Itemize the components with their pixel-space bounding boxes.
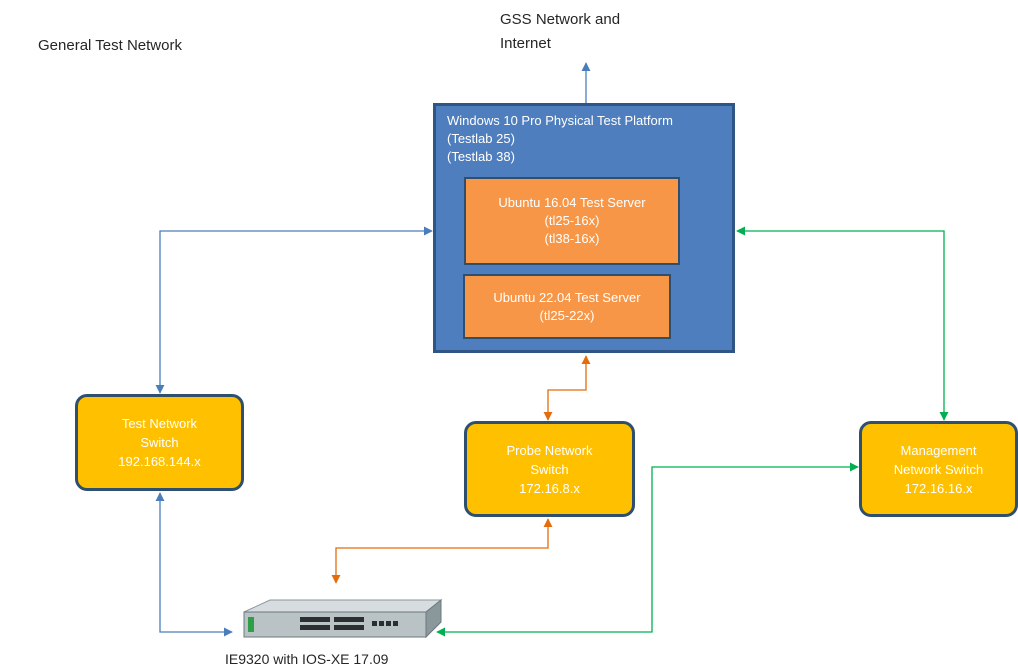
test-platform-label: Windows 10 Pro Physical Test Platform (T…: [447, 112, 673, 166]
ubuntu-2204-server-box: Ubuntu 22.04 Test Server (tl25-22x): [463, 274, 671, 339]
platform-to-management-switch-link: [736, 226, 949, 421]
probe-switch-to-ie9320-link: [331, 518, 553, 584]
uplink-label: GSS Network and Internet: [500, 8, 620, 56]
mgmt-switch-line3: 172.16.16.x: [904, 480, 973, 496]
test-switch-line2: Switch: [140, 435, 179, 450]
probe-switch-line1: Probe Network: [506, 442, 593, 458]
server1-line3: (tl38-16x): [544, 231, 600, 246]
server1-line2: (tl25-16x): [544, 213, 600, 228]
platform-line2: (Testlab 25): [447, 131, 515, 146]
diagram-title: General Test Network: [38, 37, 182, 54]
test-switch-to-ie9320-link: [155, 492, 233, 637]
server2-line2: (tl25-22x): [539, 307, 595, 323]
server2-line1: Ubuntu 22.04 Test Server: [493, 289, 641, 305]
server1-line1: Ubuntu 16.04 Test Server: [498, 195, 646, 210]
platform-to-probe-switch-link: [543, 355, 591, 421]
test-switch-line1: Test Network: [121, 416, 198, 431]
ubuntu-1604-server-box: Ubuntu 16.04 Test Server (tl25-16x) (tl3…: [464, 177, 680, 265]
uplink-label-line1: GSS Network and: [500, 11, 621, 28]
ie9320-device-label: IE9320 with IOS-XE 17.09: [225, 651, 389, 667]
management-network-switch-box: Management Network Switch 172.16.16.x: [859, 421, 1018, 517]
network-switch-icon: [243, 598, 443, 639]
uplink-label-line2: Internet: [500, 35, 551, 52]
platform-line3: (Testlab 38): [447, 149, 515, 164]
platform-to-test-switch-link: [155, 226, 433, 394]
platform-line1: Windows 10 Pro Physical Test Platform: [447, 113, 673, 128]
test-network-switch-box: Test Network Switch 192.168.144.x: [75, 394, 244, 491]
management-switch-to-ie9320-link: [436, 462, 859, 637]
test-switch-line3: 192.168.144.x: [118, 454, 201, 469]
mgmt-switch-line1: Management: [900, 442, 977, 458]
mgmt-switch-line2: Network Switch: [893, 461, 984, 477]
